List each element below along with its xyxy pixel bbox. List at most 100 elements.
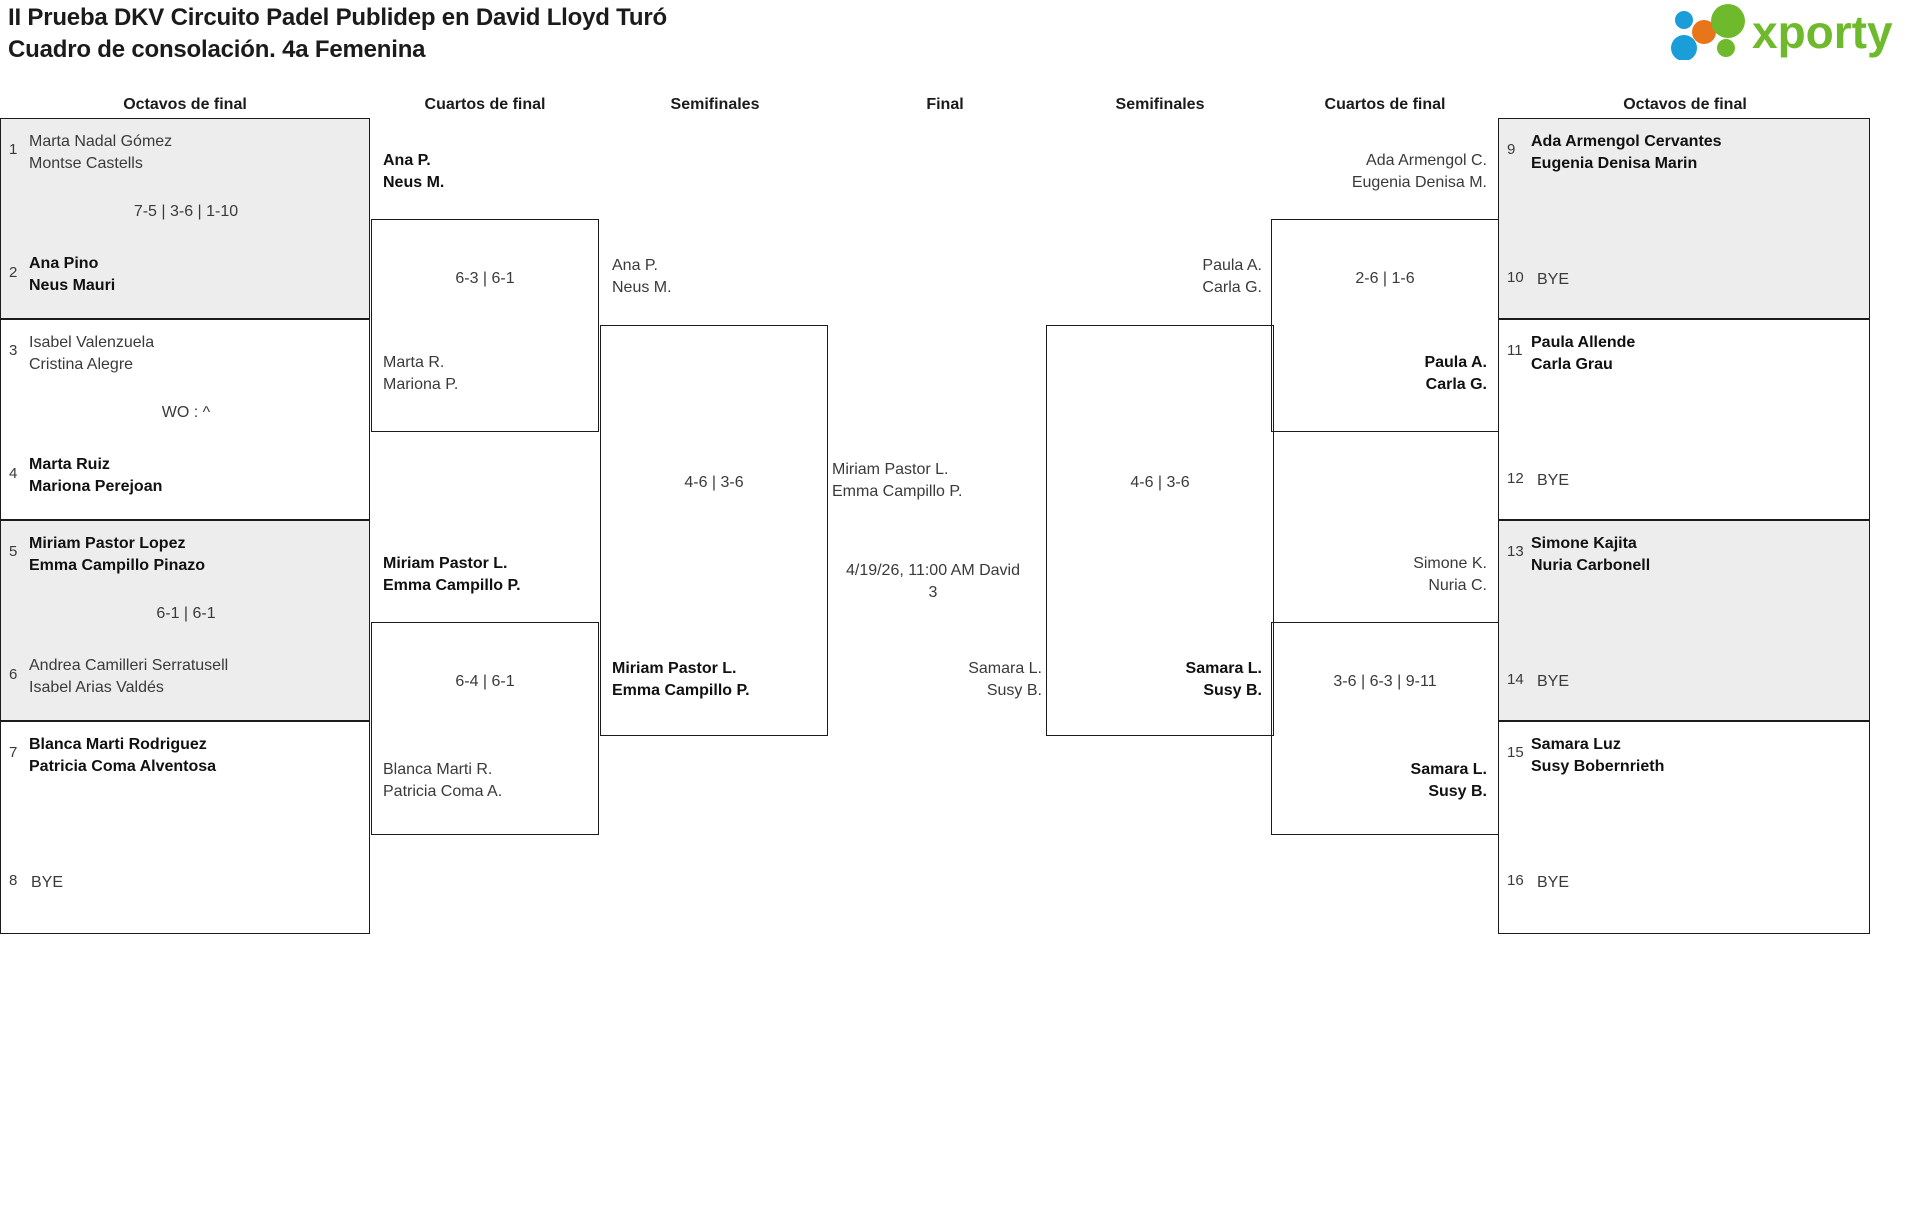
match-block-lsf-1[interactable]	[600, 325, 828, 736]
match-block-lqf-1[interactable]	[371, 219, 599, 432]
qf1-winner-line2: Neus M.	[383, 174, 445, 191]
sf-left-top-line1: Ana P.	[612, 257, 658, 274]
round-header-final: Final	[926, 96, 964, 113]
rqf2-top-line2: Nuria C.	[1428, 577, 1487, 594]
qf1-loser-line2: Mariona P.	[383, 376, 459, 393]
rqf2-score: 3-6 | 6-3 | 9-11	[1333, 673, 1437, 690]
team-name-line1: Isabel Valenzuela	[29, 334, 155, 351]
rqf2-bottom-line2: Susy B.	[1428, 783, 1487, 800]
final-schedule-line1: 4/19/26, 11:00 AM David	[845, 562, 1021, 579]
match-block-l16-1[interactable]: 1 Marta Nadal Gómez Montse Castells 7-5 …	[0, 118, 370, 319]
team-name-line1: Miriam Pastor Lopez	[29, 535, 186, 552]
team-name-line2: Mariona Perejoan	[29, 478, 163, 495]
seed-number: 12	[1507, 470, 1524, 487]
final-bottom-line1: Samara L.	[968, 660, 1042, 677]
rqf1-top-line2: Eugenia Denisa M.	[1351, 174, 1487, 191]
match-block-r16-4[interactable]: 15 Samara Luz Susy Bobernrieth 16 BYE	[1498, 721, 1870, 934]
sf-right-top-line2: Carla G.	[1202, 279, 1262, 296]
team-name-line1: Ada Armengol Cervantes	[1531, 133, 1722, 150]
round-header-octavos-left: Octavos de final	[123, 96, 247, 113]
logo-dot-orange	[1692, 20, 1716, 44]
team-name-line2: Susy Bobernrieth	[1531, 758, 1665, 775]
match-block-rqf-1[interactable]	[1271, 219, 1499, 432]
rqf1-top-line1: Ada Armengol C.	[1366, 152, 1487, 169]
match-block-l16-4[interactable]: 7 Blanca Marti Rodriguez Patricia Coma A…	[0, 721, 370, 934]
final-schedule-line2: 3	[928, 584, 938, 601]
qf1-loser-line1: Marta R.	[383, 354, 445, 371]
team-name-line1: Simone Kajita	[1531, 535, 1637, 552]
qf1-winner-line1: Ana P.	[383, 152, 431, 169]
tournament-title: II Prueba DKV Circuito Padel Publidep en…	[8, 4, 667, 31]
seed-number: 16	[1507, 872, 1524, 889]
rqf2-bottom-line1: Samara L.	[1410, 761, 1487, 778]
seed-number: 9	[1507, 141, 1516, 158]
team-name-line2: Nuria Carbonell	[1531, 557, 1651, 574]
seed-number: 13	[1507, 543, 1524, 560]
seed-number: 10	[1507, 269, 1524, 286]
seed-number: 8	[9, 872, 18, 889]
match-block-l16-3[interactable]: 5 Miriam Pastor Lopez Emma Campillo Pina…	[0, 520, 370, 721]
qf2-loser-line1: Blanca Marti R.	[383, 761, 493, 778]
qf2-winner-line1: Miriam Pastor L.	[383, 555, 508, 572]
match-block-r16-2[interactable]: 11 Paula Allende Carla Grau 12 BYE	[1498, 319, 1870, 520]
rqf1-score: 2-6 | 1-6	[1355, 270, 1415, 287]
round-header-semifinales-left: Semifinales	[670, 96, 760, 113]
sf-left-bottom-line2: Emma Campillo P.	[612, 682, 750, 699]
match-block-rqf-2[interactable]	[1271, 622, 1499, 835]
round-header-semifinales-right: Semifinales	[1115, 96, 1205, 113]
rqf1-bottom-line1: Paula A.	[1424, 354, 1487, 371]
team-name-line2: Montse Castells	[29, 155, 143, 172]
team-name-line1: Marta Ruiz	[29, 456, 110, 473]
logo-dot-blue-small	[1675, 11, 1693, 29]
match-block-lqf-2[interactable]	[371, 622, 599, 835]
team-name-line2: Cristina Alegre	[29, 356, 134, 373]
team-name-line1: Marta Nadal Gómez	[29, 133, 173, 150]
seed-number: 6	[9, 666, 18, 683]
xporty-logo[interactable]: xporty	[1660, 4, 1910, 61]
team-name-line2: Emma Campillo Pinazo	[29, 557, 206, 574]
match-block-r16-1[interactable]: 9 Ada Armengol Cervantes Eugenia Denisa …	[1498, 118, 1870, 319]
seed-number: 2	[9, 264, 18, 281]
match-block-rsf-1[interactable]	[1046, 325, 1274, 736]
team-name-line1: Ana Pino	[29, 255, 99, 272]
seed-number: 5	[9, 543, 18, 560]
team-name-line1: Paula Allende	[1531, 334, 1636, 351]
team-name-line1: BYE	[1537, 472, 1570, 489]
team-name-line1: BYE	[31, 874, 64, 891]
match-score: 6-1 | 6-1	[156, 605, 216, 622]
xporty-logo-svg: xporty	[1671, 4, 1893, 61]
team-name-line1: BYE	[1537, 271, 1570, 288]
final-top-line1: Miriam Pastor L.	[832, 461, 949, 478]
qf2-winner-line2: Emma Campillo P.	[383, 577, 521, 594]
team-name-line2: Neus Mauri	[29, 277, 116, 294]
qf2-score: 6-4 | 6-1	[455, 673, 515, 690]
sf-right-score: 4-6 | 3-6	[1130, 474, 1190, 491]
team-name-line1: Blanca Marti Rodriguez	[29, 736, 207, 753]
logo-dot-blue-large	[1671, 35, 1697, 61]
logo-dot-green-small	[1717, 39, 1735, 57]
logo-dot-green-large	[1711, 4, 1745, 38]
team-name-line1: Andrea Camilleri Serratusell	[29, 657, 229, 674]
sf-left-bottom-line1: Miriam Pastor L.	[612, 660, 737, 677]
match-block-l16-2[interactable]: 3 Isabel Valenzuela Cristina Alegre WO :…	[0, 319, 370, 520]
match-score: 7-5 | 3-6 | 1-10	[133, 203, 239, 220]
match-block-r16-3[interactable]: 13 Simone Kajita Nuria Carbonell 14 BYE	[1498, 520, 1870, 721]
seed-number: 1	[9, 141, 18, 158]
seed-number: 14	[1507, 671, 1524, 688]
round-header-cuartos-left: Cuartos de final	[424, 96, 546, 113]
page-header: II Prueba DKV Circuito Padel Publidep en…	[0, 0, 1920, 70]
sf-right-bottom-line1: Samara L.	[1185, 660, 1262, 677]
rqf1-bottom-line2: Carla G.	[1425, 376, 1487, 393]
seed-number: 3	[9, 342, 18, 359]
team-name-line2: Patricia Coma Alventosa	[29, 758, 217, 775]
seed-number: 11	[1507, 342, 1523, 359]
sf-left-top-line2: Neus M.	[612, 279, 672, 296]
tournament-subtitle: Cuadro de consolación. 4a Femenina	[8, 36, 426, 63]
seed-number: 7	[9, 744, 18, 761]
team-name-line2: Isabel Arias Valdés	[29, 679, 164, 696]
logo-wordmark: xporty	[1752, 6, 1893, 58]
rqf2-top-line1: Simone K.	[1413, 555, 1487, 572]
team-name-line1: BYE	[1537, 874, 1570, 891]
qf1-score: 6-3 | 6-1	[455, 270, 515, 287]
sf-right-bottom-line2: Susy B.	[1203, 682, 1262, 699]
